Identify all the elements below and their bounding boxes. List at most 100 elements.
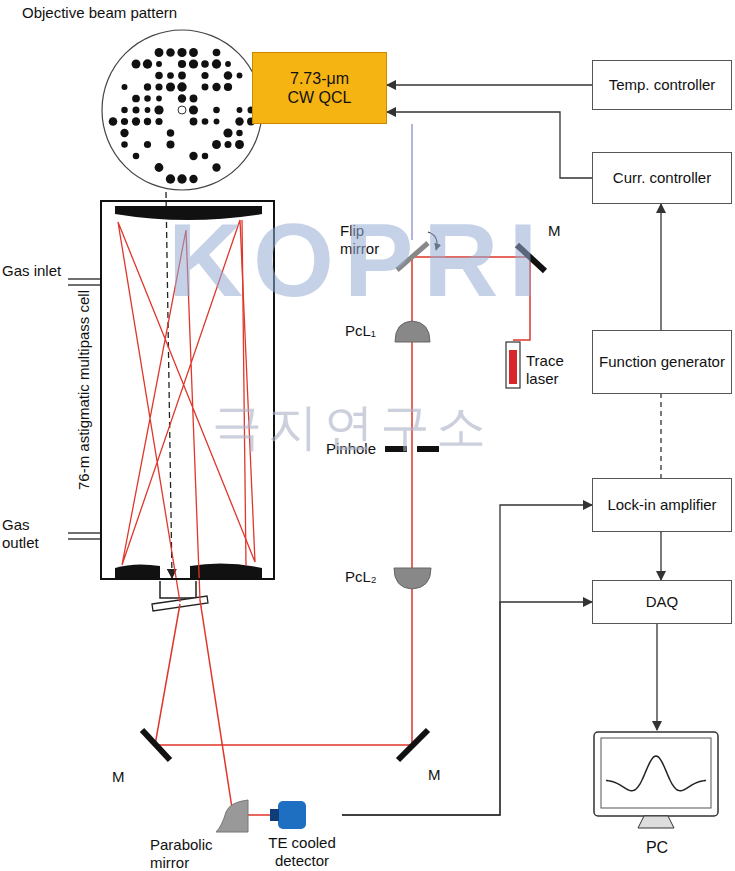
spot xyxy=(212,83,220,91)
signal-connector xyxy=(342,505,592,815)
spot xyxy=(189,48,198,57)
spot xyxy=(154,105,163,114)
parabolic-mirror xyxy=(216,800,248,832)
bottom-mirror xyxy=(115,564,160,578)
generator-box: Function generator xyxy=(592,330,732,394)
part-label: Gas inlet xyxy=(2,262,68,280)
spot xyxy=(190,118,198,126)
spot xyxy=(212,163,220,171)
spot xyxy=(213,107,220,114)
spot xyxy=(144,118,151,125)
spot xyxy=(133,153,140,160)
spot xyxy=(177,48,186,57)
spot xyxy=(155,118,162,125)
spot xyxy=(224,141,231,148)
spot xyxy=(122,84,128,90)
node-label: Temp. controller xyxy=(603,73,722,97)
lens xyxy=(394,568,431,589)
part-label: Parabolic mirror xyxy=(150,836,230,871)
controller-box: Curr. controller xyxy=(592,152,732,204)
spot xyxy=(109,117,118,126)
spot xyxy=(201,60,209,68)
spot xyxy=(121,141,128,148)
spot xyxy=(213,49,221,57)
spot xyxy=(132,106,139,113)
center-spot xyxy=(178,106,186,114)
spot xyxy=(132,95,140,103)
node-label: Lock-in amplifier xyxy=(601,493,722,517)
spot xyxy=(121,118,128,125)
spot xyxy=(155,48,164,57)
spot xyxy=(155,72,163,80)
mirror xyxy=(142,730,170,760)
spot xyxy=(144,141,151,148)
spot xyxy=(143,59,152,68)
laser-box: 7.73-μm CW QCL xyxy=(252,52,387,124)
watermark: 극지연구소 xyxy=(212,400,552,455)
node-label: Curr. controller xyxy=(607,166,717,190)
spot xyxy=(178,72,186,80)
spot xyxy=(202,153,208,159)
amplifier-box: Lock-in amplifier xyxy=(592,478,732,532)
laser-beam xyxy=(155,257,530,815)
watermark: KOPRI xyxy=(168,208,608,312)
detector: TE cooled detector xyxy=(262,798,342,870)
spot xyxy=(224,71,233,80)
controller-box: Temp. controller xyxy=(592,60,732,110)
spot xyxy=(144,83,151,90)
part-label: Gas outlet xyxy=(2,516,68,552)
bottom-mirror xyxy=(190,563,262,578)
spot xyxy=(166,140,174,148)
detector-icon xyxy=(268,798,312,832)
part-label: Objective beam pattern xyxy=(22,4,222,22)
spot xyxy=(178,94,186,102)
spot xyxy=(120,129,128,137)
signal-connector xyxy=(342,602,592,815)
spot xyxy=(189,59,198,68)
spot xyxy=(167,129,174,136)
spot xyxy=(237,107,243,113)
spot xyxy=(214,119,220,125)
spot xyxy=(236,130,242,136)
trace-laser-body xyxy=(509,350,517,384)
node-label: 76-m astigmatic multipass cell xyxy=(75,290,93,490)
part-label: M xyxy=(112,768,132,786)
signal-connector xyxy=(387,112,592,178)
spot xyxy=(166,82,175,91)
signal-connector xyxy=(656,624,657,730)
spot xyxy=(190,95,198,103)
spot xyxy=(202,84,209,91)
computer: PC xyxy=(592,730,722,862)
node-label: Function generator xyxy=(593,350,731,374)
spot xyxy=(132,117,140,125)
lens xyxy=(395,321,430,342)
spot xyxy=(144,95,151,102)
spot xyxy=(224,83,232,91)
spot xyxy=(212,140,221,149)
spot xyxy=(166,174,175,183)
signal-connector xyxy=(387,84,592,85)
pattern-circle xyxy=(102,30,262,190)
spot xyxy=(189,105,198,114)
trace-laser xyxy=(506,342,520,388)
part-label: PcL₁ xyxy=(345,322,390,340)
spot xyxy=(155,83,162,90)
spot xyxy=(132,60,141,69)
part-label: M xyxy=(428,766,448,784)
node-label: PC xyxy=(592,838,722,857)
spot xyxy=(177,174,186,183)
spot-pattern xyxy=(109,48,255,184)
spot xyxy=(201,72,208,79)
signal-connector xyxy=(660,532,661,580)
spot xyxy=(237,73,243,79)
part-label: Trace laser xyxy=(526,352,586,388)
spot xyxy=(225,61,231,67)
spot xyxy=(235,117,243,125)
spot xyxy=(178,60,186,68)
spot xyxy=(202,118,209,125)
gas-pipes xyxy=(68,279,100,539)
signal-connector xyxy=(660,204,661,330)
daq-box: DAQ xyxy=(592,580,732,624)
spot xyxy=(156,61,162,67)
spot xyxy=(167,72,174,79)
